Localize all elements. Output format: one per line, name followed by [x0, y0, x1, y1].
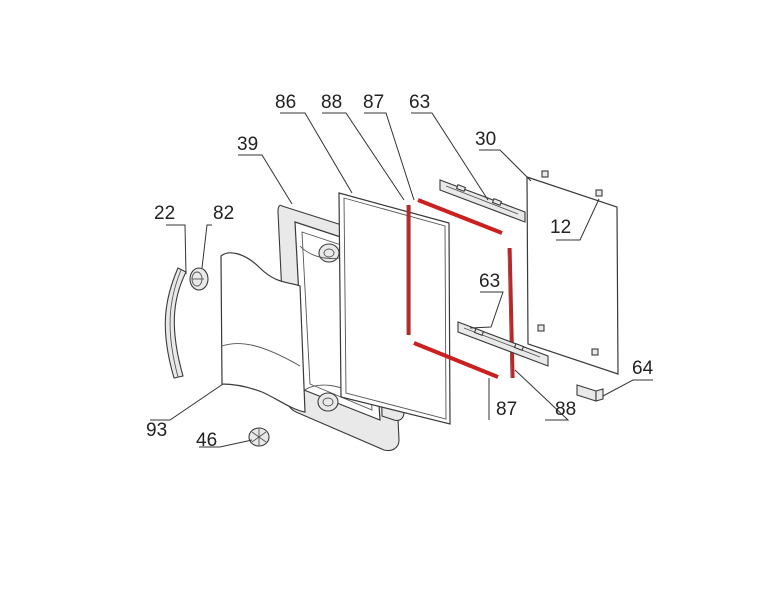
part-64-bracket [576, 384, 604, 402]
callout-63-top: 63 [409, 92, 430, 113]
callout-63-bottom: 63 [479, 271, 500, 292]
part-46-small-wheel [248, 427, 270, 447]
gasket-87-bottom [413, 341, 499, 379]
callout-82: 82 [213, 203, 234, 224]
callout-93: 93 [146, 420, 167, 441]
callout-88-bottom: 88 [555, 399, 576, 420]
part-86-glass-pane [338, 192, 451, 425]
part-93-cover-panel [220, 252, 306, 413]
part-30-rear-glass-panel [526, 170, 619, 375]
callout-12: 12 [550, 217, 571, 238]
callout-87-bottom: 87 [496, 399, 517, 420]
part-63-rail-bottom [457, 321, 549, 367]
callout-labels: 86 88 87 63 39 30 22 82 12 63 64 93 46 8… [146, 92, 654, 451]
callout-86: 86 [275, 92, 296, 113]
callout-46: 46 [196, 430, 217, 451]
part-22-curved-strip [164, 267, 187, 379]
part-63-rail-top [439, 179, 526, 223]
gasket-87-top [417, 198, 503, 235]
callout-39: 39 [237, 134, 258, 155]
callout-87-top: 87 [363, 92, 384, 113]
callout-30: 30 [475, 129, 496, 150]
leader-lines [150, 112, 653, 448]
callout-22: 22 [154, 203, 175, 224]
callout-64: 64 [632, 358, 654, 379]
part-82-round-knob [189, 267, 209, 291]
gaskets [406, 198, 515, 379]
gasket-88-vertical-right [508, 247, 515, 379]
callout-88-top: 88 [321, 92, 342, 113]
